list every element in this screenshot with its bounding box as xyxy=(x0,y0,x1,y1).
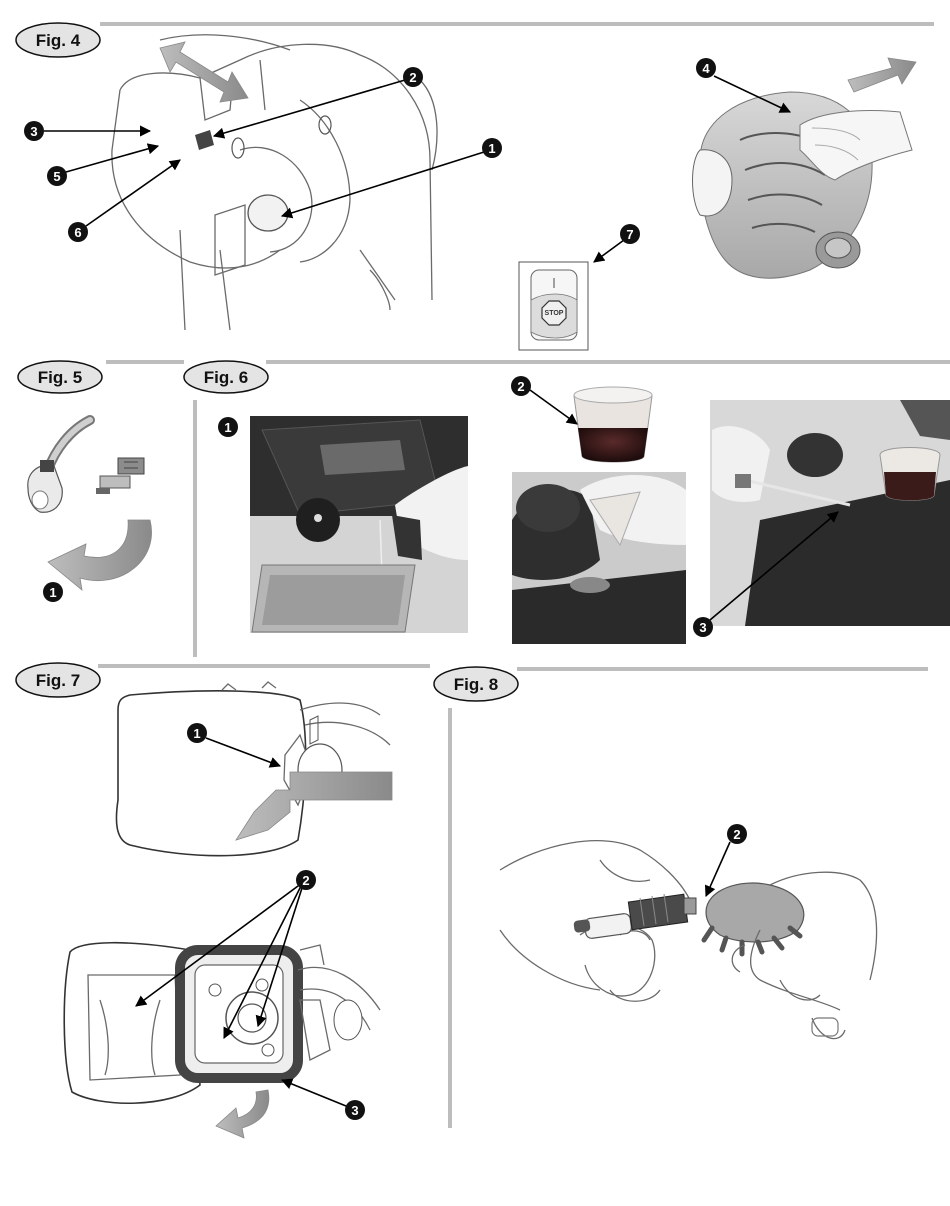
svg-text:2: 2 xyxy=(302,873,309,888)
svg-text:3: 3 xyxy=(30,124,37,139)
figure-5: Fig. 5 1 xyxy=(17,360,184,602)
fig4-engine-photo xyxy=(692,91,913,279)
fig8-feeler-gauge xyxy=(701,882,805,957)
fig7-air-filter-open xyxy=(63,941,381,1104)
fig4-carburetor-drawing xyxy=(111,34,438,331)
fig6-label: Fig. 6 xyxy=(204,368,248,387)
fig7-open-arrow xyxy=(215,1089,270,1139)
svg-text:7: 7 xyxy=(626,227,633,242)
fig8-left-hand xyxy=(499,840,691,1002)
svg-text:1: 1 xyxy=(49,585,56,600)
fig4-double-arrow xyxy=(159,41,249,103)
fig4-callout-7: 7 xyxy=(593,224,640,263)
svg-text:2: 2 xyxy=(409,70,416,85)
svg-text:1: 1 xyxy=(193,726,200,741)
fig6-callout-1: 1 xyxy=(218,417,238,437)
fig7-label-badge xyxy=(15,662,101,698)
fig8-right-hand xyxy=(731,871,878,1040)
fig4-callout-2: 2 xyxy=(212,67,423,139)
fig6-mixing-cup xyxy=(573,386,653,463)
fig7-callout-1: 1 xyxy=(187,723,282,768)
svg-text:4: 4 xyxy=(702,61,710,76)
fig8-spark-plug xyxy=(573,893,697,939)
fig4-pull-arrow xyxy=(847,57,917,93)
fig7-label: Fig. 7 xyxy=(36,671,80,690)
fig5-label-badge xyxy=(17,360,103,394)
svg-text:5: 5 xyxy=(53,169,60,184)
svg-text:2: 2 xyxy=(517,379,524,394)
fig4-label: Fig. 4 xyxy=(36,31,81,50)
figure-4: Fig. 4 xyxy=(15,22,934,351)
fig4-callout-4: 4 xyxy=(696,58,792,113)
svg-text:6: 6 xyxy=(74,225,81,240)
svg-text:3: 3 xyxy=(699,620,706,635)
fig6-callout-3: 3 xyxy=(693,511,839,637)
fig8-callout-2: 2 xyxy=(704,824,747,898)
fig5-label: Fig. 5 xyxy=(38,368,82,387)
fig5-spark-plug xyxy=(96,457,145,494)
figure-7: Fig. 7 1 xyxy=(15,662,452,1139)
figure-8: Fig. 8 xyxy=(433,666,928,1040)
svg-text:1: 1 xyxy=(488,141,495,156)
fig4-callout-3: 3 xyxy=(24,121,152,141)
fig5-turn-arrow xyxy=(47,519,152,591)
fig8-label-badge xyxy=(433,666,519,702)
svg-text:2: 2 xyxy=(733,827,740,842)
fig7-remove-arrow xyxy=(235,771,393,841)
stop-switch-label: STOP xyxy=(545,310,564,317)
fig4-callout-6: 6 xyxy=(68,159,181,242)
fig8-label: Fig. 8 xyxy=(454,675,498,694)
fig6-label-badge xyxy=(183,360,269,394)
fig6-callout-2: 2 xyxy=(511,376,578,425)
svg-text:3: 3 xyxy=(351,1103,358,1118)
fig4-callout-1: 1 xyxy=(280,138,502,219)
fig5-spark-plug-boot xyxy=(27,415,95,513)
fig4-stop-switch: STOP xyxy=(518,261,589,351)
fig4-callout-5: 5 xyxy=(47,143,160,186)
fig4-choke-knob xyxy=(195,130,214,150)
fig5-callout-1: 1 xyxy=(43,582,63,602)
figure-6: Fig. 6 1 2 xyxy=(183,360,950,644)
stop-octagon-icon xyxy=(541,300,567,326)
fig6-filler-photo xyxy=(710,400,950,626)
fig7-callout-3: 3 xyxy=(280,1078,365,1120)
fig4-label-badge xyxy=(15,22,101,58)
fig6-pour-photo xyxy=(512,472,686,644)
svg-text:1: 1 xyxy=(224,420,231,435)
fig6-drain-photo xyxy=(250,416,468,633)
fig4-primer-bulb xyxy=(247,194,289,232)
fig7-callout-2: 2 xyxy=(135,870,316,1039)
